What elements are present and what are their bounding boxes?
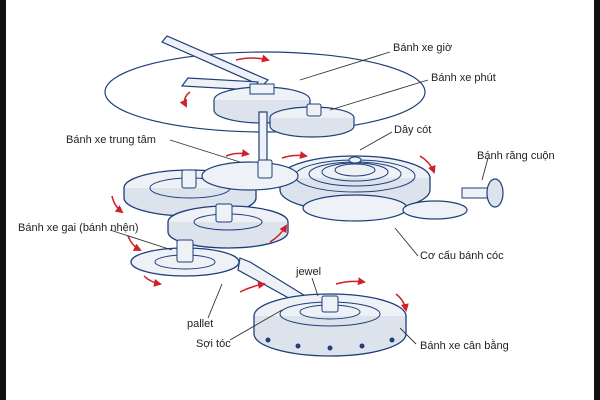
label-escape-wheel: Bánh xe gai (bánh nhện) (18, 222, 139, 234)
balance-wheel (253, 293, 407, 357)
ratchet-wheel (302, 194, 408, 222)
leader-lines (109, 51, 489, 345)
center-post (258, 111, 268, 165)
minute-wheel (269, 103, 355, 138)
motion-arrows (111, 54, 436, 312)
label-pallet: pallet (187, 318, 214, 330)
right-edge-bar (594, 0, 600, 400)
label-crown-wheel: Bánh răng cuộn (477, 150, 555, 162)
label-ratchet: Cơ cấu bánh cóc (420, 250, 504, 262)
fourth-wheel (167, 203, 289, 249)
label-hairspring: Sợi tóc (196, 338, 231, 350)
third-wheel (201, 159, 299, 191)
label-jewel: jewel (296, 266, 322, 278)
label-minute-wheel: Bánh xe phút (431, 72, 496, 84)
label-hour-wheel: Bánh xe giờ (393, 42, 453, 54)
label-mainspring: Dây cót (394, 124, 432, 136)
label-center-wheel: Bánh xe trung tâm (66, 134, 156, 146)
crown-wheel (402, 178, 504, 220)
left-edge-bar (0, 0, 6, 400)
label-balance-wheel: Bánh xe cân bằng (420, 340, 509, 352)
watch-hands (161, 35, 270, 91)
